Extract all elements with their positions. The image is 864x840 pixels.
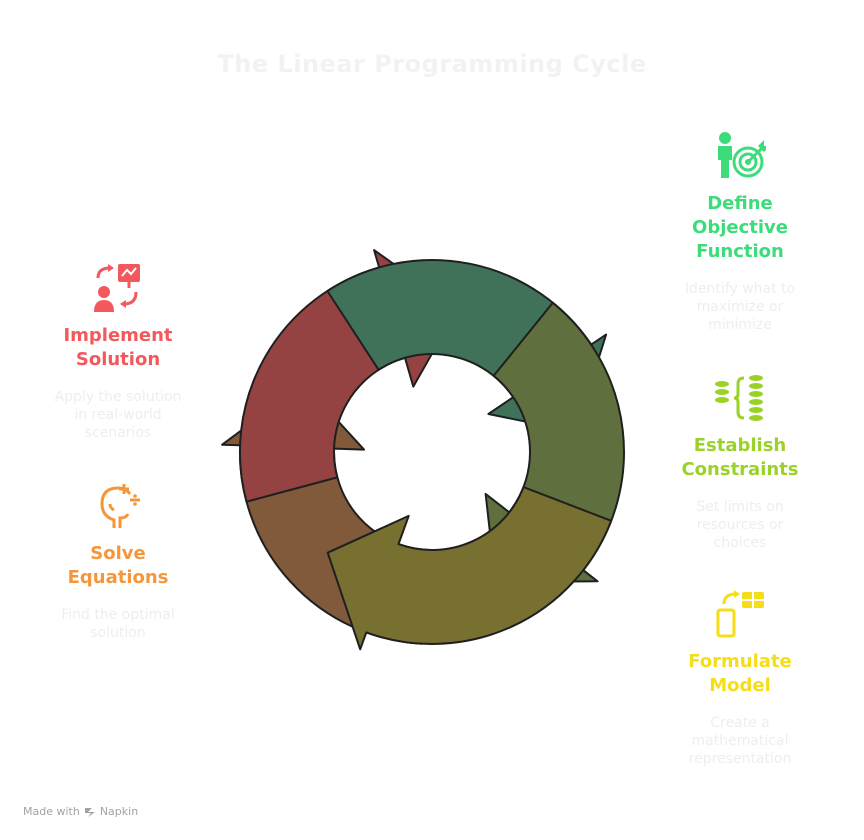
step-description: Identify what to maximize or minimize bbox=[684, 281, 796, 333]
footer-attribution: Made with Napkin bbox=[23, 805, 138, 818]
step-description: Create a mathematical representation bbox=[688, 715, 792, 767]
constraints-bracket-icon bbox=[715, 375, 763, 421]
cycle-arrow-formulate bbox=[326, 486, 613, 651]
step-formulate-model: Formulate Model Create a mathematical re… bbox=[660, 588, 820, 768]
step-establish-constraints: Establish Constraints Set limits on reso… bbox=[660, 372, 820, 552]
step-implement-solution: Implement Solution Apply the solution in… bbox=[38, 262, 198, 442]
diagram-title: The Linear Programming Cycle bbox=[217, 50, 647, 78]
step-label: Establish Constraints bbox=[681, 435, 799, 480]
made-with-text: Made with bbox=[23, 805, 80, 818]
step-solve-equations: Solve Equations Find the optimal solutio… bbox=[38, 480, 198, 642]
person-target-icon bbox=[718, 132, 766, 178]
head-math-icon bbox=[100, 484, 140, 528]
napkin-brand: Napkin bbox=[99, 805, 139, 818]
step-label: Define Objective Function bbox=[692, 193, 788, 262]
step-description: Apply the solution in real-world scenari… bbox=[54, 389, 182, 441]
cycle-diagram bbox=[221, 249, 625, 651]
phone-table-icon bbox=[716, 590, 764, 638]
step-label: Implement Solution bbox=[63, 325, 173, 370]
step-label: Formulate Model bbox=[688, 651, 792, 696]
step-label: Solve Equations bbox=[67, 543, 169, 588]
step-define-objective: Define Objective Function Identify what … bbox=[660, 130, 820, 334]
presenter-chart-icon bbox=[94, 264, 140, 312]
napkin-logo-icon bbox=[84, 807, 95, 817]
step-description: Set limits on resources or choices bbox=[696, 499, 784, 551]
step-description: Find the optimal solution bbox=[61, 607, 175, 641]
